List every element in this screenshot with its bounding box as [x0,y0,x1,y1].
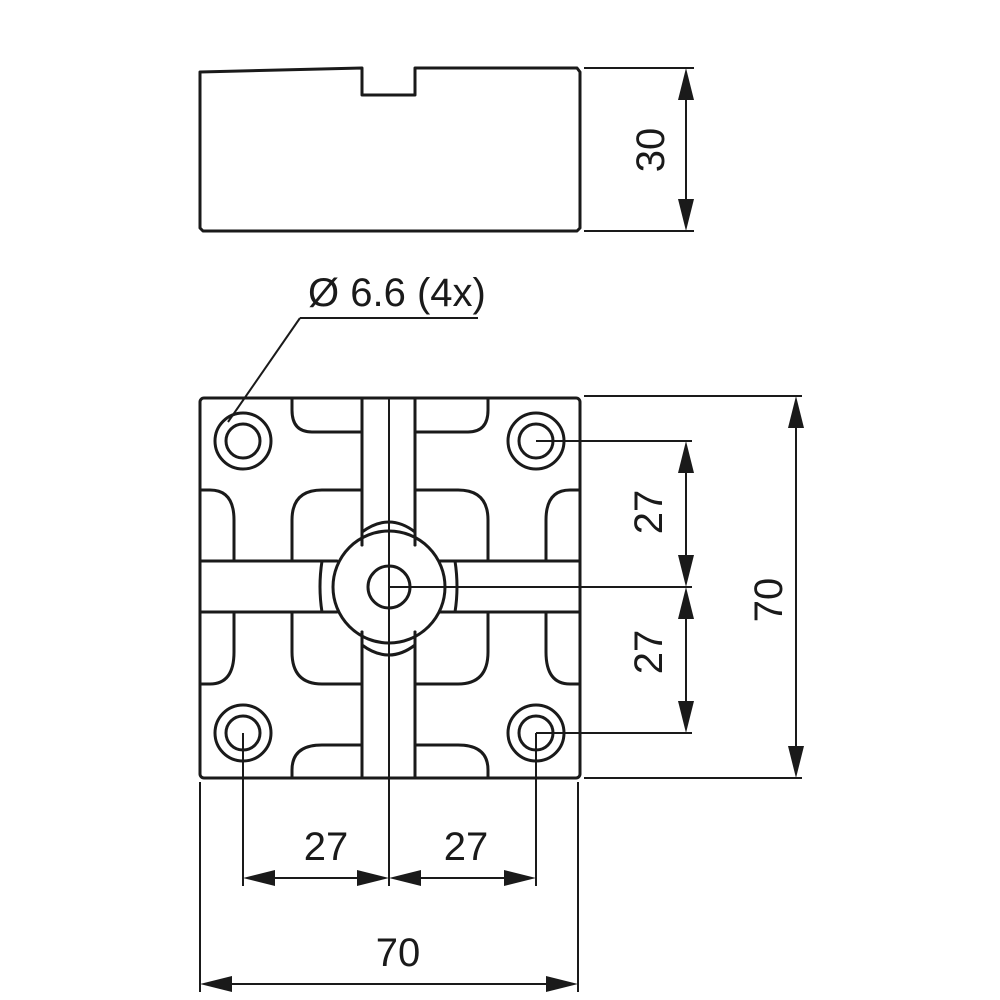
bottom-overall-70-label: 70 [376,931,421,975]
side-height-label: 30 [629,128,673,173]
right-overall-70-label: 70 [747,578,791,623]
side-view-outline [198,66,582,233]
right-upper-27-label: 27 [627,490,671,535]
cross-channels [198,396,582,780]
pockets [198,396,582,780]
right-lower-27-label: 27 [627,630,671,675]
bottom-dimensions: 27 27 70 [199,398,579,992]
side-dim-arrow-top [678,68,694,100]
hole-top-left-inner [224,422,262,460]
side-dim-arrow-bottom [678,199,694,231]
hole-callout-label: Ø 6.6 (4x) [308,271,486,315]
hole-top-left-outer [213,411,273,471]
right-dimensions: 27 27 70 [389,395,804,779]
bottom-right-27-label: 27 [444,825,489,869]
side-view: 30 [198,66,694,233]
top-view: Ø 6.6 (4x) 27 27 70 [198,271,804,992]
hole-callout: Ø 6.6 (4x) [227,271,486,423]
bottom-left-27-label: 27 [304,825,349,869]
